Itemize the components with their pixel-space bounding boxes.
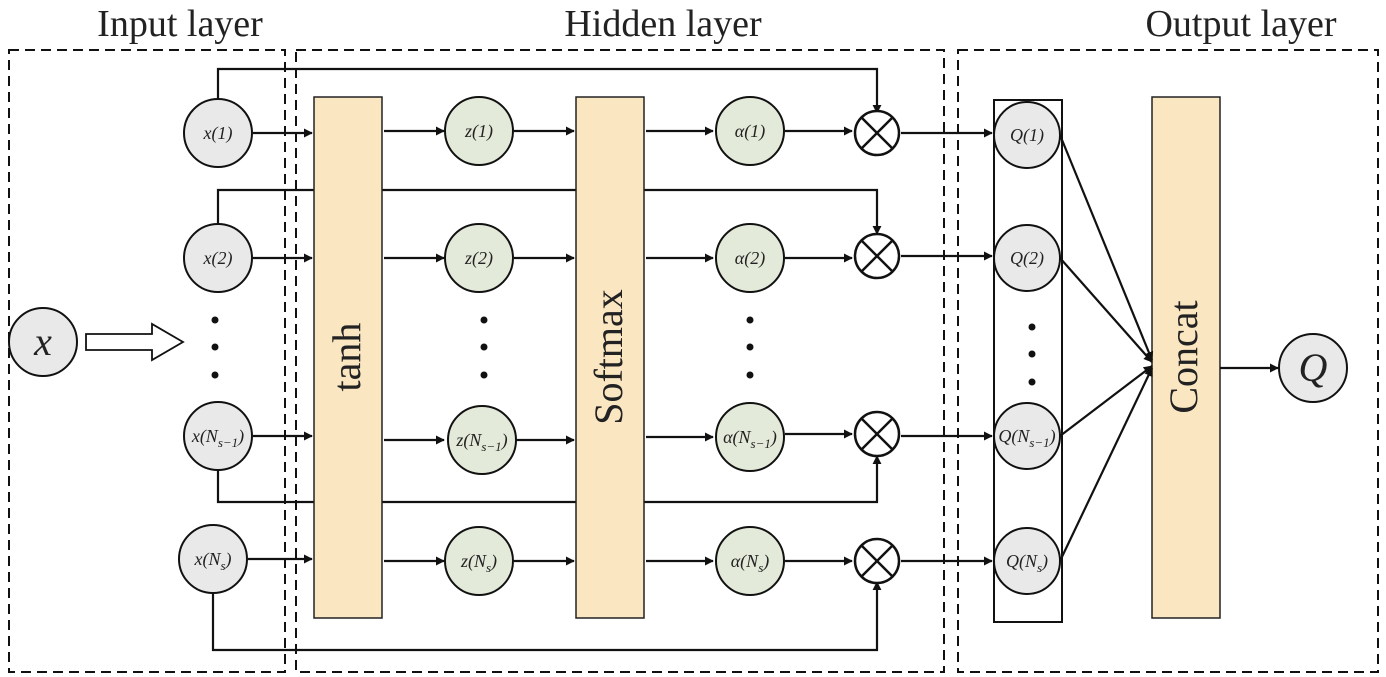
output-node-label: Q <box>1299 345 1328 390</box>
input-layer-frame <box>8 49 286 673</box>
skip-connections <box>211 67 882 652</box>
z-node-1-label: z(1) <box>464 121 493 142</box>
input-node-3-label: x(Ns−1​) <box>191 426 244 450</box>
z-node-4 <box>444 526 514 596</box>
input-node-4 <box>178 524 248 594</box>
row-1: x(1) z(1) α(1) Q(1) <box>183 96 1061 169</box>
alpha-node-1 <box>715 96 785 166</box>
input-node-1 <box>183 98 253 168</box>
q-node-1-label: Q(1) <box>1010 125 1044 146</box>
z-node-2-label: z(2) <box>464 248 493 269</box>
concat-inputs <box>1058 134 1154 562</box>
ellipsis-dots <box>211 316 1036 386</box>
output-layer-title: Output layer <box>1145 3 1336 45</box>
tanh-block <box>313 96 383 619</box>
multiply-icon <box>853 109 901 157</box>
concat-label: Concat <box>1161 300 1206 413</box>
alpha-node-2-label: α(2) <box>735 248 765 269</box>
alpha-node-3 <box>715 402 785 472</box>
input-node <box>8 307 78 377</box>
tanh-label: tanh <box>324 323 369 392</box>
z-node-3 <box>447 405 517 475</box>
alpha-node-4 <box>715 526 785 596</box>
hidden-layer-title: Hidden layer <box>564 3 762 45</box>
q-column-frame <box>993 99 1063 623</box>
output-node <box>1278 333 1348 403</box>
alpha-node-2 <box>715 223 785 293</box>
input-node-3 <box>183 401 253 471</box>
output-layer-frame <box>957 49 1379 673</box>
row-4: x(Ns​) z(Ns​) α(Ns​) Q(Ns​) <box>178 524 1061 596</box>
input-node-label: x <box>33 319 52 364</box>
multiply-icon <box>853 537 901 585</box>
multiply-icon <box>853 232 901 280</box>
input-node-2 <box>183 223 253 293</box>
row-2: x(2) z(2) α(2) Q(2) <box>183 223 1061 293</box>
z-node-2 <box>444 223 514 293</box>
softmax-block <box>575 96 645 619</box>
input-layer-title: Input layer <box>97 3 263 45</box>
multiply-icon <box>853 410 901 458</box>
q-node-2-label: Q(2) <box>1010 248 1044 269</box>
hidden-layer-frame <box>295 49 945 673</box>
alpha-node-1-label: α(1) <box>735 121 765 142</box>
row-3: x(Ns−1​) z(Ns−1​) α(Ns−1​) Q(Ns−1​) <box>183 401 1061 475</box>
softmax-label: Softmax <box>586 289 631 425</box>
input-node-1-label: x(1) <box>203 123 233 144</box>
input-node-2-label: x(2) <box>203 248 233 269</box>
input-hollow-arrow <box>85 322 185 362</box>
concat-block <box>1151 96 1221 619</box>
z-node-1 <box>444 96 514 166</box>
